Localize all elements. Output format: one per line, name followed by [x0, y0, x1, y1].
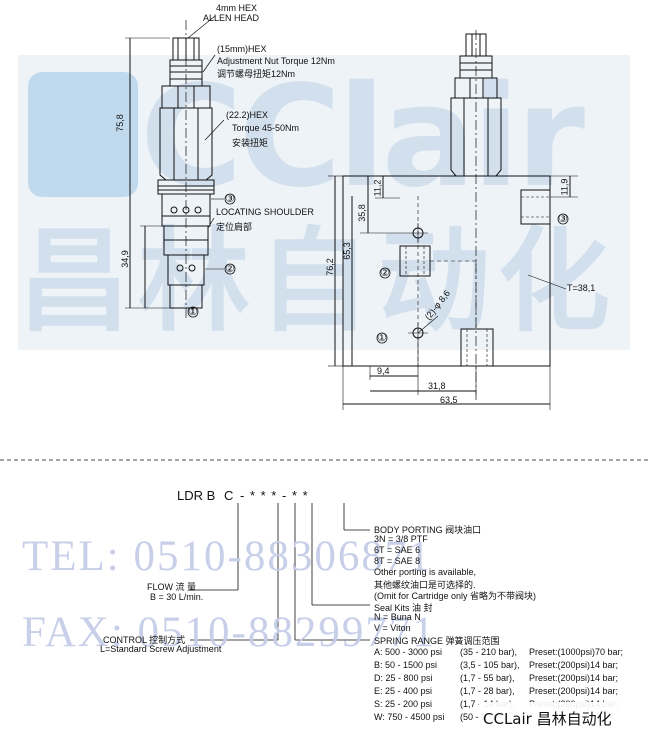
- valve-body-drawing: [328, 30, 578, 410]
- porting-line-4: Other porting is available,: [374, 567, 477, 577]
- label-locating-shoulder: LOCATING SHOULDER: [216, 207, 314, 217]
- model-code-options: - * * * - * *: [240, 488, 309, 503]
- dim-76-2: 76,2: [324, 258, 335, 276]
- watermark-tel: TEL: 0510-88306871: [22, 533, 432, 580]
- spring-w-bar: (50 - 3: [460, 712, 487, 722]
- spring-w-range: W: 750 - 4500 psi: [374, 712, 445, 722]
- cartridge-port-3: ③: [225, 193, 235, 205]
- flow-value: B = 30 L/min.: [150, 592, 204, 602]
- spring-e-bar: (1,7 - 28 bar),: [460, 686, 515, 696]
- spring-a-preset: Preset:(1000psi)70 bar;: [529, 647, 624, 657]
- control-title: CONTROL 控制方式: [103, 635, 186, 645]
- dim-11-2: 11,2: [372, 179, 383, 197]
- porting-line-1: 3N = 3/8 PTF: [374, 534, 428, 544]
- dim-75-8: 75,8: [114, 114, 125, 132]
- label-install-torque: Torque 45-50Nm: [232, 123, 300, 133]
- spring-b-preset: Preset:(200psi)14 bar;: [529, 660, 619, 670]
- dim-35-8: 35,8: [356, 204, 367, 222]
- spring-a-range: A: 500 - 3000 psi: [374, 647, 443, 657]
- spring-e-preset: Preset:(200psi)14 bar;: [529, 686, 619, 696]
- label-adjustment-torque: Adjustment Nut Torque 12Nm: [217, 56, 335, 66]
- spring-e-range: E: 25 - 400 psi: [374, 686, 433, 696]
- control-value: L=Standard Screw Adjustment: [100, 644, 222, 654]
- watermark-chinese: 昌林自动化: [18, 217, 618, 347]
- spring-range-title: SPRING RANGE 弹簧调压范围: [374, 636, 500, 646]
- watermark-logo-mark: [28, 72, 138, 197]
- body-porting-title: BODY PORTING 阀块油口: [374, 525, 482, 535]
- label-15mm-hex: (15mm)HEX: [217, 44, 267, 54]
- cartridge-port-2: ②: [225, 263, 235, 275]
- label-install-torque-cn: 安装扭矩: [232, 138, 269, 148]
- cartridge-port-1: ①: [188, 306, 198, 318]
- label-allen-head: ALLEN HEAD: [203, 13, 260, 23]
- spring-b-bar: (3,5 - 105 bar),: [460, 660, 520, 670]
- porting-line-2: 6T = SAE 6: [374, 545, 421, 555]
- spring-a-bar: (35 - 210 bar),: [460, 647, 518, 657]
- body-port-1: ①: [377, 332, 387, 344]
- spring-s-range: S: 25 - 200 psi: [374, 699, 433, 709]
- spring-d-preset: Preset:(200psi)14 bar;: [529, 673, 619, 683]
- dim-34-9: 34,9: [119, 250, 130, 268]
- label-22-hex: (22.2)HEX: [226, 110, 269, 120]
- label-adjustment-torque-cn: 调节螺母扭矩12Nm: [217, 69, 296, 79]
- porting-line-3: 8T = SAE 8: [374, 556, 421, 566]
- dim-31-8: 31,8: [428, 381, 446, 391]
- model-code-prefix: LDR B: [177, 488, 216, 503]
- seal-kits-title: Seal Kits 油 封: [374, 603, 433, 613]
- porting-line-6: (Omit for Cartridge only 省略为不带阀块): [374, 591, 537, 601]
- dim-thickness: T=38,1: [567, 283, 596, 293]
- label-locating-shoulder-cn: 定位肩部: [216, 222, 253, 232]
- ordering-leaders: [190, 503, 370, 641]
- seal-option-2: V = Viton: [374, 623, 411, 633]
- label-4mm-hex: 4mm HEX: [216, 3, 258, 13]
- cartridge-drawing: [125, 15, 236, 318]
- model-code-c: C: [224, 488, 234, 503]
- spring-d-bar: (1,7 - 55 bar),: [460, 673, 515, 683]
- dim-9-4: 9,4: [377, 366, 390, 376]
- watermark-fax: FAX: 0510-88299771: [22, 609, 436, 656]
- dim-11-9: 11,9: [559, 178, 570, 196]
- flow-title: FLOW 流 量: [147, 582, 196, 592]
- body-port-2: ②: [380, 267, 390, 279]
- body-port-3: ③: [558, 213, 568, 225]
- porting-line-5: 其他螺纹油口是可选择的.: [374, 580, 476, 590]
- footer-logo: CCLair 昌林自动化: [479, 702, 631, 732]
- spring-d-range: D: 25 - 800 psi: [374, 673, 433, 683]
- spring-b-range: B: 50 - 1500 psi: [374, 660, 438, 670]
- seal-option-1: N = Buna N: [374, 612, 421, 622]
- dim-63-5: 63,5: [440, 395, 458, 405]
- dim-65-3: 65,3: [341, 242, 352, 260]
- footer-logo-text: CCLair 昌林自动化: [483, 710, 612, 728]
